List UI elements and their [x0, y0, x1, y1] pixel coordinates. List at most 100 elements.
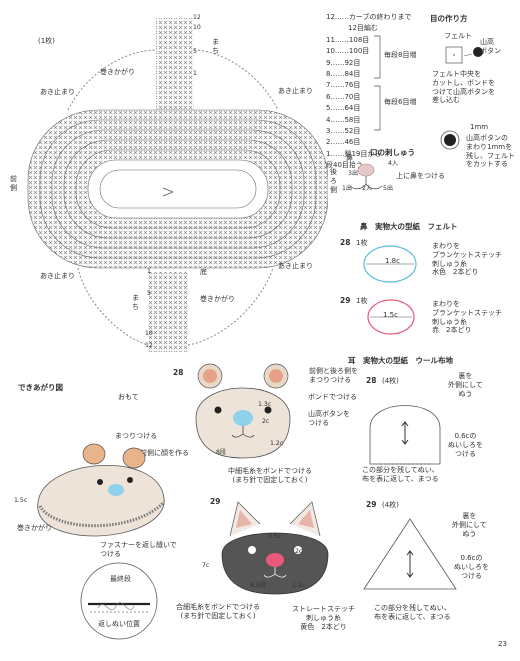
mouth-point-4: 4入: [388, 160, 399, 167]
mouth-point-1: 1出: [342, 185, 353, 192]
row-guide-brackets: [374, 35, 381, 131]
bear28-face: [195, 363, 291, 459]
row-guide: 12……カーブの終わりまで 12目編む 11……108目 10……100目 9……: [326, 12, 421, 171]
ear28-count: (4枚): [382, 377, 399, 385]
finished-face: 前側に顔を作る: [140, 449, 189, 457]
ear29-number: 29: [366, 500, 377, 509]
nose28-circle: [363, 245, 417, 283]
eye-note: 山高ボタンの まわり1mmを 残し、フェルト をカットする: [466, 134, 515, 169]
cat29-stitch: ストレートステッチ 刺しゅう糸 黄色 2本どり: [292, 605, 355, 631]
eye-instructions: フェルト中央を カットし、ボンドを つけて山高ボタンを 差し込む: [432, 70, 495, 105]
label-makikagari-bottom: 巻きかがり: [200, 295, 235, 303]
finished-detail-circle: [80, 562, 158, 640]
row-guide-item: 4……58目: [326, 115, 361, 124]
row-guide-item: 11……108目: [326, 35, 370, 44]
ear29-open: この部分を残してぬい、 布を表に返して、まつる: [374, 604, 451, 621]
row-num-bottom-1: 1: [147, 268, 151, 275]
row-guide-item: 10……100目: [326, 47, 370, 56]
row-num-top-5: 5: [193, 48, 197, 55]
mouth-point-3: 3出: [348, 170, 359, 177]
finished-front: おもて: [118, 393, 139, 401]
ear29-ura: 裏を 外側にして ぬう: [452, 512, 487, 538]
nose28-note: まわりを ブランケットステッチ 刺しゅう糸 水色 2本どり: [432, 242, 502, 277]
cat29-d95: 9.5c: [268, 533, 282, 540]
mouth-back-label: 後ろ側: [330, 168, 337, 194]
chart-one-piece: (1枚): [38, 37, 55, 45]
eye-mm: 1mm: [470, 123, 489, 131]
nose28-count: 1枚: [356, 239, 368, 247]
nose29-circle: [367, 299, 415, 335]
nose28-size: 1.8c: [385, 257, 400, 265]
bear28-d13: 1.3c: [258, 401, 272, 408]
finished-zipper: ファスナーを返し縫いで つける: [100, 541, 177, 558]
finished-title: できあがり図: [18, 383, 63, 392]
cat29-yarn: 合細毛糸をボンドでつける (まち針で固定しておく): [176, 603, 260, 620]
row-num-bottom-10: 10: [145, 330, 153, 337]
nose29-size: 1.5c: [383, 311, 398, 319]
bear28-number: 28: [173, 368, 184, 377]
row-guide-item: 12……カーブの終わりまで: [326, 13, 412, 21]
nose29-count: 1枚: [356, 297, 368, 305]
finished-last-row: 最終段: [110, 575, 131, 583]
label-akidomari-right-bottom: あき止まり: [278, 262, 313, 270]
row-num-bottom-12: 12: [145, 342, 153, 349]
eye-felt-label: フェルト: [444, 32, 472, 40]
label-soko: 底: [200, 268, 207, 276]
row-guide-item: 8……84目: [326, 69, 361, 78]
eye-button-label: 山高 ボタン: [480, 38, 501, 55]
crochet-chart: [27, 18, 328, 352]
eye-title: 目の作り方: [430, 14, 468, 23]
label-akidomari-right-top: あき止まり: [278, 87, 313, 95]
row-guide-item: 2……46目: [326, 138, 361, 147]
row-guide-item: 12目編む: [348, 24, 378, 33]
side-label: 前側: [10, 175, 17, 192]
felt-square-icon: [445, 46, 483, 64]
row-guide-item: 5……64目: [326, 104, 361, 113]
page-number: 23: [498, 640, 507, 648]
bear28-button: 山高ボタンを つける: [308, 410, 350, 427]
bear28-row8: 8段: [216, 449, 227, 456]
ear-pattern-title: 耳 実物大の型紙 ウール布地: [348, 356, 453, 365]
cat29-d7: 7c: [202, 562, 210, 569]
mouth-point-5: 5出: [383, 185, 394, 192]
mouth-up-label: 上に鼻をつける: [396, 172, 445, 180]
ear28-number: 28: [366, 376, 377, 385]
cat29-d2: 2c: [295, 548, 303, 555]
nose29-note: まわりを ブランケットステッチ 刺しゅう糸 赤 2本どり: [432, 300, 502, 335]
nose28-number: 28: [340, 238, 351, 247]
finished-makikagari: 巻きかがり: [17, 524, 52, 532]
row-guide-item: 7……76目: [326, 81, 361, 90]
row-num-bottom-5: 5: [147, 290, 151, 297]
row-num-top-10: 10: [193, 24, 201, 31]
ear29-shape: [363, 518, 457, 590]
bracket-label-8: 毎段8目増: [384, 51, 417, 59]
row-guide-item: 段40目拾う: [326, 161, 363, 170]
bear28-bond: ボンドでつける: [308, 393, 357, 401]
ear28-seam: 0.6cの ぬいしろを つける: [448, 432, 483, 458]
label-akidomari-left-top: あき止まり: [40, 88, 75, 96]
row-guide-item: 6……70目: [326, 92, 361, 101]
cat29-number: 29: [210, 497, 221, 506]
finished-ears: まつりつける: [115, 432, 158, 440]
mouth-diagram: [349, 163, 383, 190]
bear28-d2: 2c: [262, 418, 270, 425]
row-guide-item: 3……52目: [326, 126, 361, 135]
cat29-face: [221, 501, 329, 595]
bear28-yarn: 中細毛糸をボンドでつける (まち針で固定しておく): [228, 467, 312, 484]
mouth-nose-label: 鼻: [346, 154, 353, 162]
label-akidomari-left-bottom: あき止まり: [40, 272, 75, 280]
label-machi-bottom: まち: [132, 294, 139, 311]
cat29-row85: 8.5段: [250, 582, 267, 589]
label-makikagari-top: 巻きかがり: [100, 68, 135, 76]
bear28-ear-note: 前側と後ろ側を まつりつける: [309, 367, 358, 384]
finished-purse: [37, 443, 166, 537]
row-guide-item: 1……鎖19目から: [326, 149, 382, 158]
ear29-seam: 0.6cの ぬいしろを つける: [454, 554, 489, 580]
ear28-open: この部分を残してぬい、 布を表に返して、まつる: [362, 466, 439, 483]
eye-cut-icon: [440, 130, 460, 150]
ear28-ura: 裏を 外側にして ぬう: [448, 372, 483, 398]
nose-pattern-title: 鼻 実物大の型紙 フェルト: [360, 222, 458, 231]
bracket-label-6: 毎段6目増: [384, 98, 417, 106]
row-num-top-12: 12: [193, 14, 201, 21]
finished-backstitch: 返しぬい位置: [98, 620, 140, 628]
